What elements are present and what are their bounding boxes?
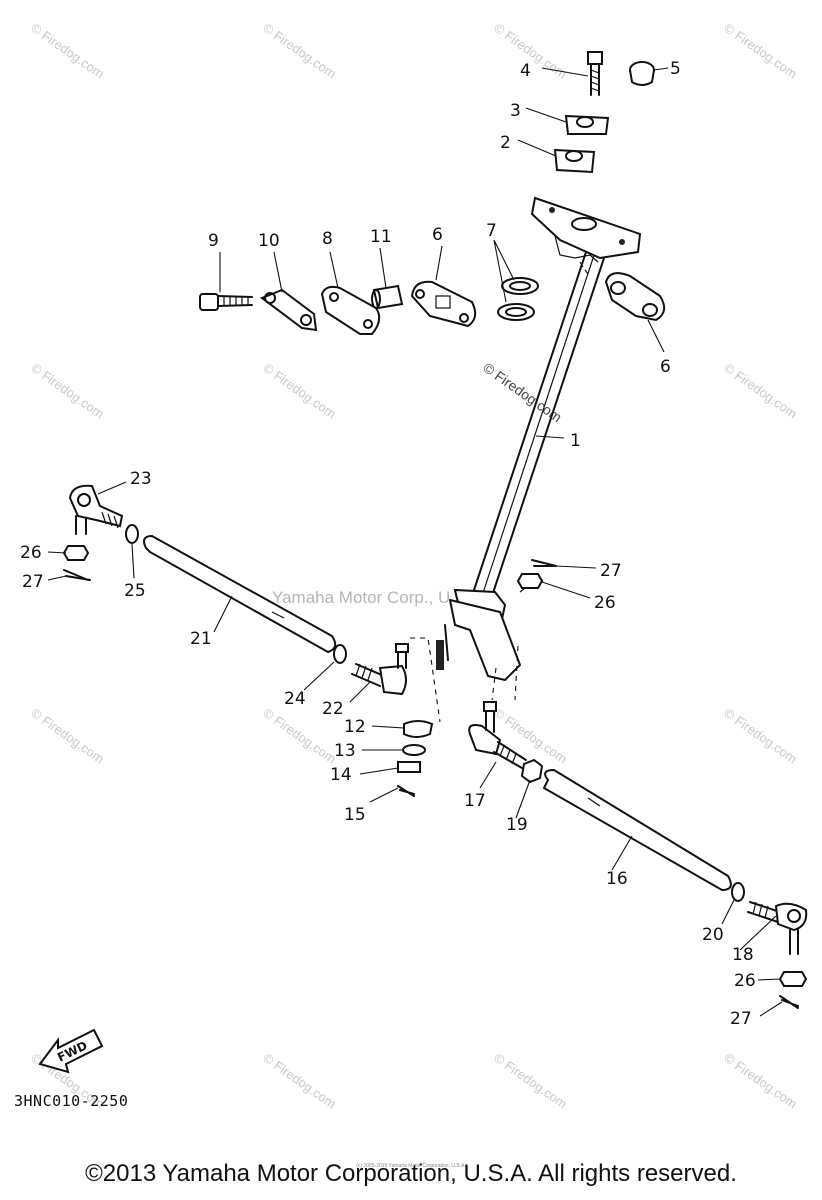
steering-shaft — [436, 239, 609, 681]
callout-12: 12 — [344, 717, 366, 737]
callout-3: 3 — [510, 101, 521, 121]
part-6-left-holder — [410, 280, 477, 328]
part-27-pin-right — [779, 995, 799, 1009]
copyright-notice: ©2013 Yamaha Motor Corporation, U.S.A. A… — [85, 1160, 737, 1187]
part-17-rod-end — [468, 701, 527, 769]
callout-18: 18 — [732, 945, 754, 965]
callout-27-left: 27 — [22, 572, 44, 592]
callout-26-left: 26 — [20, 543, 42, 563]
callout-1: 1 — [570, 431, 581, 451]
callout-19: 19 — [506, 815, 528, 835]
callout-7: 7 — [486, 221, 497, 241]
watermark-firedog: © Firedog.com — [721, 1050, 800, 1111]
callout-8: 8 — [322, 229, 333, 249]
callout-9: 9 — [208, 231, 219, 251]
callout-10: 10 — [258, 231, 280, 251]
part-25-washer — [125, 524, 139, 544]
callout-11: 11 — [370, 227, 392, 247]
part-26-nut-top — [516, 573, 544, 589]
part-23-rod-end — [68, 484, 124, 535]
part-21-tie-rod — [143, 534, 337, 654]
watermark-firedog: © Firedog.com — [721, 360, 800, 421]
part-5-cap — [629, 61, 655, 86]
part-13-washer — [402, 744, 426, 756]
part-16-tie-rod — [542, 768, 732, 892]
watermark-firedog: © Firedog.com — [260, 20, 339, 81]
callout-26-top: 26 — [594, 593, 616, 613]
part-20-washer — [731, 882, 745, 902]
part-15-pin — [397, 785, 415, 797]
diagram-code: 3HNC010-2250 — [14, 1092, 129, 1110]
watermark-firedog: © Firedog.com — [260, 360, 339, 421]
callout-27-right: 27 — [730, 1009, 752, 1029]
callout-6-right: 6 — [660, 357, 671, 377]
part-22-rod-end — [351, 643, 409, 696]
part-14-nut — [397, 761, 421, 773]
callout-6-left: 6 — [432, 225, 443, 245]
callout-20: 20 — [702, 925, 724, 945]
part-27-pin-top — [531, 559, 557, 567]
part-2-clamp — [553, 148, 596, 174]
callout-5: 5 — [670, 59, 681, 79]
watermark-firedog: © Firedog.com — [721, 20, 800, 81]
part-12-bushing — [403, 720, 434, 738]
callout-24: 24 — [284, 689, 306, 709]
part-4-bolt — [587, 51, 603, 96]
callout-4: 4 — [520, 61, 531, 81]
callout-13: 13 — [334, 741, 356, 761]
part-9-bolt — [199, 293, 253, 311]
watermark-firedog: © Firedog.com — [721, 705, 800, 766]
part-3-clamp — [564, 114, 610, 135]
fwd-arrow-icon: FWD — [38, 1028, 104, 1074]
callout-27-top: 27 — [600, 561, 622, 581]
dashed-guide — [410, 637, 441, 723]
callout-17: 17 — [464, 791, 486, 811]
part-6-right-holder — [604, 272, 666, 322]
part-18-rod-end — [747, 901, 808, 955]
callout-14: 14 — [330, 765, 352, 785]
part-7-bushing — [497, 277, 539, 321]
callout-16: 16 — [606, 869, 628, 889]
watermark-firedog: © Firedog.com — [28, 20, 107, 81]
part-26-nut-left — [62, 545, 90, 561]
part-26-nut-right — [778, 971, 808, 987]
watermark-firedog: © Firedog.com — [28, 705, 107, 766]
callout-15: 15 — [344, 805, 366, 825]
callout-21: 21 — [190, 629, 212, 649]
upper-bracket — [530, 196, 642, 263]
watermarks: © Firedog.com © Firedog.com © Firedog.co… — [28, 20, 800, 1111]
callout-26-right: 26 — [734, 971, 756, 991]
part-24-washer — [333, 644, 347, 664]
watermark-firedog: © Firedog.com — [260, 1050, 339, 1111]
part-27-pin-left — [63, 569, 91, 581]
callout-25: 25 — [124, 581, 146, 601]
callout-numbers: 4 5 3 2 9 10 8 11 6 7 6 1 23 26 27 25 21… — [20, 59, 756, 1029]
part-11-collar — [371, 284, 404, 310]
small-copyright: (c) 2005-2015 Yamaha Motor Corporation, … — [356, 1163, 466, 1169]
part-10-lock-plate — [259, 288, 318, 332]
callout-22: 22 — [322, 699, 344, 719]
leader-lines — [47, 67, 783, 1017]
callout-2: 2 — [500, 133, 511, 153]
part-8-plate — [320, 285, 381, 335]
watermark-firedog: © Firedog.com — [28, 360, 107, 421]
part-19-nut — [520, 758, 544, 784]
watermark-firedog: © Firedog.com — [491, 1050, 570, 1111]
callout-23: 23 — [130, 469, 152, 489]
watermark-yamaha: Yamaha Motor Corp., U.S.A. — [272, 588, 487, 607]
